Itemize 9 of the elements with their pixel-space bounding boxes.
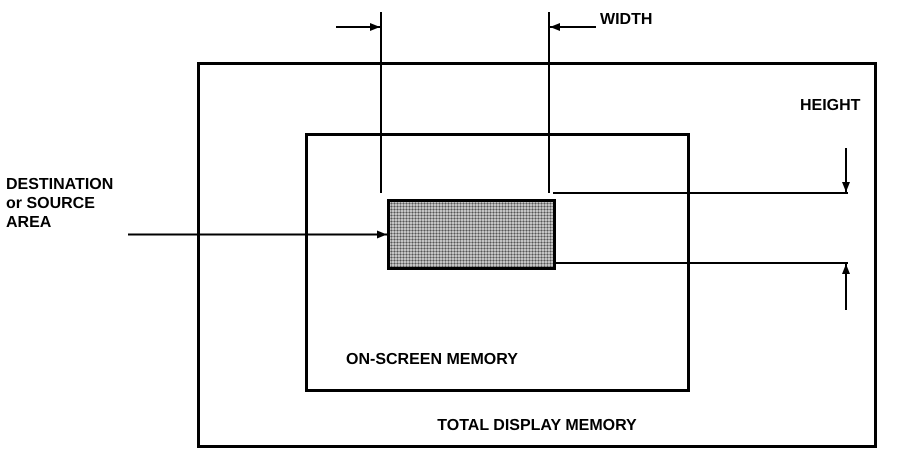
area-label: DESTINATION or SOURCE AREA [6, 175, 114, 232]
leader-arrow [128, 230, 387, 238]
dimension-label: WIDTH [600, 10, 652, 29]
memory-box [305, 133, 690, 392]
shaded-area [387, 199, 556, 270]
memory-label: ON-SCREEN MEMORY [346, 350, 518, 369]
memory-label: TOTAL DISPLAY MEMORY [437, 416, 637, 435]
memory-box [197, 62, 877, 448]
dimension-label: HEIGHT [800, 96, 860, 115]
